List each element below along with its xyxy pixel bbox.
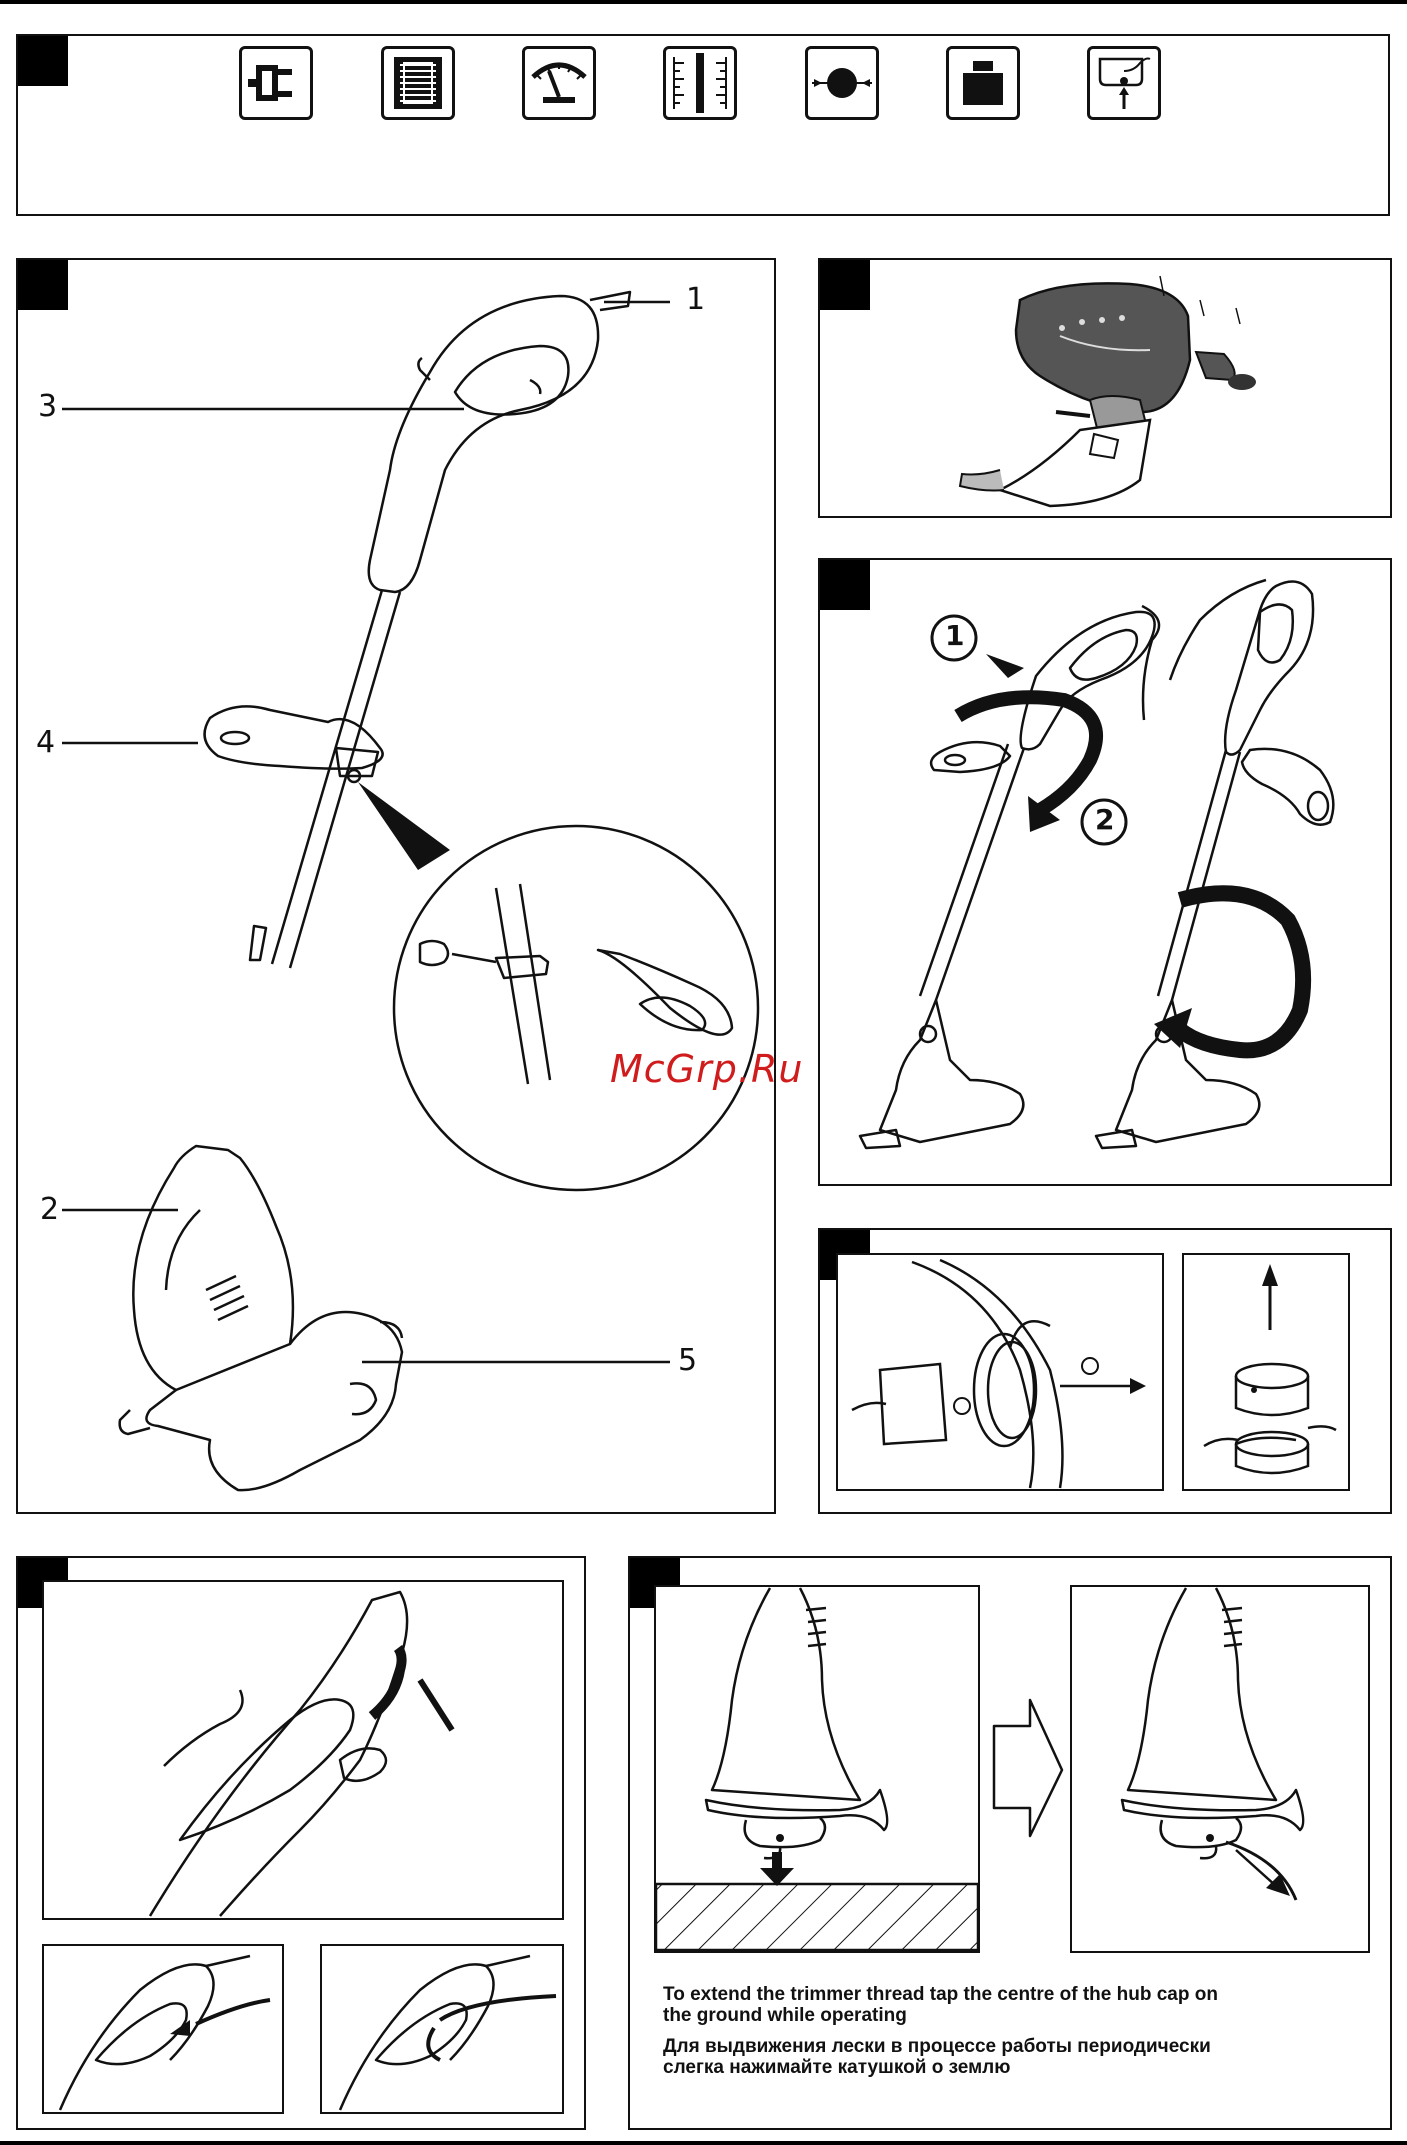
motor-icon — [381, 46, 455, 120]
top-rule — [0, 0, 1407, 4]
step-2-label: 2 — [1095, 806, 1114, 834]
panel-marker — [18, 36, 68, 86]
speed-gauge-icon — [522, 46, 596, 120]
weight-icon — [946, 46, 1020, 120]
step-1-label: 1 — [945, 622, 964, 650]
callout-4: 4 — [36, 728, 55, 758]
spool-removal-step-a — [836, 1253, 1164, 1491]
panel-marker — [820, 560, 870, 610]
caption-english: To extend the trimmer thread tap the cen… — [663, 1984, 1223, 2026]
callout-5: 5 — [678, 1346, 697, 1376]
switch-closeup-main — [42, 1580, 564, 1920]
tap-step-before — [654, 1585, 980, 1953]
callout-3: 3 — [38, 392, 57, 422]
tap-step-after — [1070, 1585, 1370, 1953]
line-diameter-icon — [805, 46, 879, 120]
line-feed-icon — [1087, 46, 1161, 120]
plug-icon — [239, 46, 313, 120]
spool-removal-step-b — [1182, 1253, 1350, 1491]
bottom-rule — [0, 2141, 1407, 2145]
callout-1: 1 — [686, 285, 705, 315]
cutting-width-icon — [663, 46, 737, 120]
panel-marker — [820, 260, 870, 310]
threading-step-b — [320, 1944, 564, 2114]
watermark: McGrp.Ru — [610, 1047, 803, 1091]
threading-step-a — [42, 1944, 284, 2114]
caption-russian: Для выдвижения лески в процессе работы п… — [663, 2036, 1223, 2078]
panel-handle-adjustment — [818, 558, 1392, 1186]
panel-marker — [18, 260, 68, 310]
panel-trimmer-overview — [16, 258, 776, 1514]
callout-2: 2 — [40, 1195, 59, 1225]
panel-guard-assembly — [818, 258, 1392, 518]
